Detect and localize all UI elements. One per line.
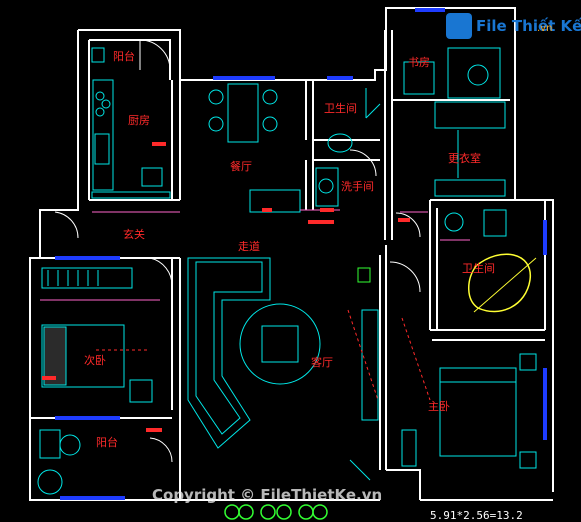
washroom-fixtures [315, 88, 381, 207]
label-washroom: 洗手间 [341, 179, 374, 193]
label-dining: 餐厅 [230, 159, 252, 173]
second-bedroom-furniture [41, 267, 153, 403]
logo-suffix: .vn [537, 23, 552, 34]
dimension-note: 5.91*2.56=13.2 [430, 509, 523, 522]
logo-text: File Thiết Kế [476, 16, 581, 35]
door-swings [54, 39, 421, 463]
red-markers [42, 142, 410, 432]
label-balcony-top: 阳台 [113, 49, 135, 63]
label-corridor: 走道 [238, 239, 260, 253]
right-bath-fixtures [444, 209, 537, 313]
kitchen-fixtures [91, 47, 171, 199]
walls [29, 7, 554, 501]
logo-folder-icon [446, 13, 472, 39]
dining-set [208, 83, 301, 213]
watermark-logo: File Thiết Kế .vn [446, 13, 581, 39]
label-balcony-bottom: 阳台 [96, 435, 118, 449]
label-living-room: 客厅 [311, 355, 333, 369]
master-bedroom-furniture [349, 353, 537, 481]
cabinet-marks [40, 209, 470, 301]
label-master-bedroom: 主卧 [428, 400, 450, 413]
label-bathroom-small: 卫生间 [324, 101, 357, 115]
label-second-bedroom: 次卧 [84, 353, 106, 367]
red-dashed-lines [96, 309, 431, 401]
label-entrance: 玄关 [123, 227, 145, 241]
living-room-furniture [187, 257, 379, 449]
windows [55, 8, 547, 500]
lower-balcony-fixtures [37, 429, 81, 495]
label-bathroom-right: 卫生间 [462, 261, 495, 275]
copyright-text: Copyright © FileThietKe.vn [152, 486, 382, 504]
label-study: 书房 [408, 56, 430, 69]
label-kitchen: 厨房 [128, 114, 150, 127]
plant-symbols [224, 504, 328, 520]
label-cloakroom: 更衣室 [448, 151, 481, 165]
room-labels: 阳台 厨房 餐厅 卫生间 洗手间 书房 更衣室 玄关 走道 卫生间 次卧 客厅 … [84, 49, 495, 449]
study-cloakroom-fixtures [403, 47, 506, 197]
